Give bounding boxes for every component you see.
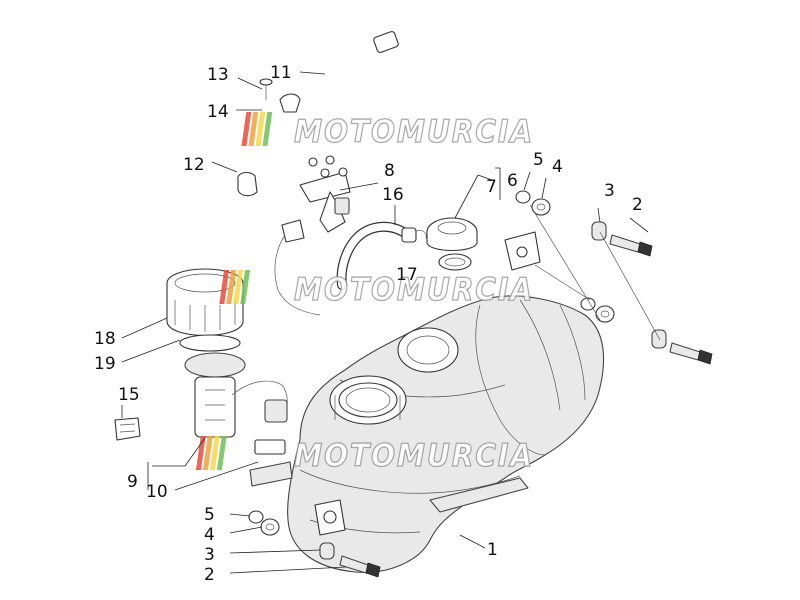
watermark-layer: MOTOMURCIA MOTOMURCIA MOTOMURCIA — [195, 112, 534, 475]
fuel-hose-assembly — [117, 20, 456, 305]
callout-p1: 1 — [487, 540, 498, 560]
fuel-filler-cap — [426, 217, 478, 271]
callout-p13: 13 — [207, 65, 229, 85]
callout-labels: 1 2 3 4 5 6 7 8 9 10 11 12 13 14 15 16 1… — [94, 63, 643, 585]
watermark-stripe — [255, 112, 266, 146]
motomurcia-watermark: MOTOMURCIA — [219, 270, 534, 309]
callout-p3b: 3 — [204, 545, 215, 565]
callout-p16: 16 — [382, 185, 404, 205]
callout-p8: 8 — [384, 161, 395, 181]
watermark-text: MOTOMURCIA — [294, 438, 534, 474]
watermark-stripe — [209, 436, 220, 470]
watermark-stripe — [248, 112, 259, 146]
callout-p11: 11 — [270, 63, 292, 83]
callout-p4b: 4 — [204, 525, 215, 545]
callout-p15: 15 — [118, 385, 140, 405]
watermark-stripe — [233, 270, 244, 304]
watermark-text: MOTOMURCIA — [294, 114, 534, 150]
mounting-hardware — [248, 190, 713, 578]
watermark-stripe — [262, 112, 273, 146]
watermark-stripe — [202, 436, 213, 470]
watermark-stripe — [226, 270, 237, 304]
callout-p5b: 5 — [204, 505, 215, 525]
callout-p17: 17 — [396, 265, 418, 285]
callout-p2a: 2 — [632, 195, 643, 215]
watermark-text: MOTOMURCIA — [294, 272, 534, 308]
fuel-tank — [249, 231, 605, 573]
callout-p6: 6 — [507, 171, 518, 191]
callout-p9: 9 — [127, 472, 138, 492]
callout-p2b: 2 — [204, 565, 215, 585]
watermark-stripe — [240, 270, 251, 304]
callout-p4a: 4 — [552, 157, 563, 177]
watermark-stripe — [195, 436, 206, 470]
callout-p14: 14 — [207, 102, 229, 122]
fuel-pump-assembly — [114, 268, 288, 455]
motomurcia-watermark: MOTOMURCIA — [241, 112, 534, 151]
callout-p5a: 5 — [533, 150, 544, 170]
watermark-stripe — [216, 436, 227, 470]
callout-p7: 7 — [486, 177, 497, 197]
watermark-stripe — [219, 270, 230, 304]
leader-lines — [121, 71, 649, 574]
callout-p18: 18 — [94, 329, 116, 349]
callout-p19: 19 — [94, 354, 116, 374]
fuel-level-sender — [259, 78, 351, 316]
callout-p10: 10 — [146, 482, 168, 502]
callout-p12: 12 — [183, 155, 205, 175]
watermark-stripe — [241, 112, 252, 146]
motomurcia-watermark: MOTOMURCIA — [195, 436, 534, 475]
callout-p3a: 3 — [604, 181, 615, 201]
